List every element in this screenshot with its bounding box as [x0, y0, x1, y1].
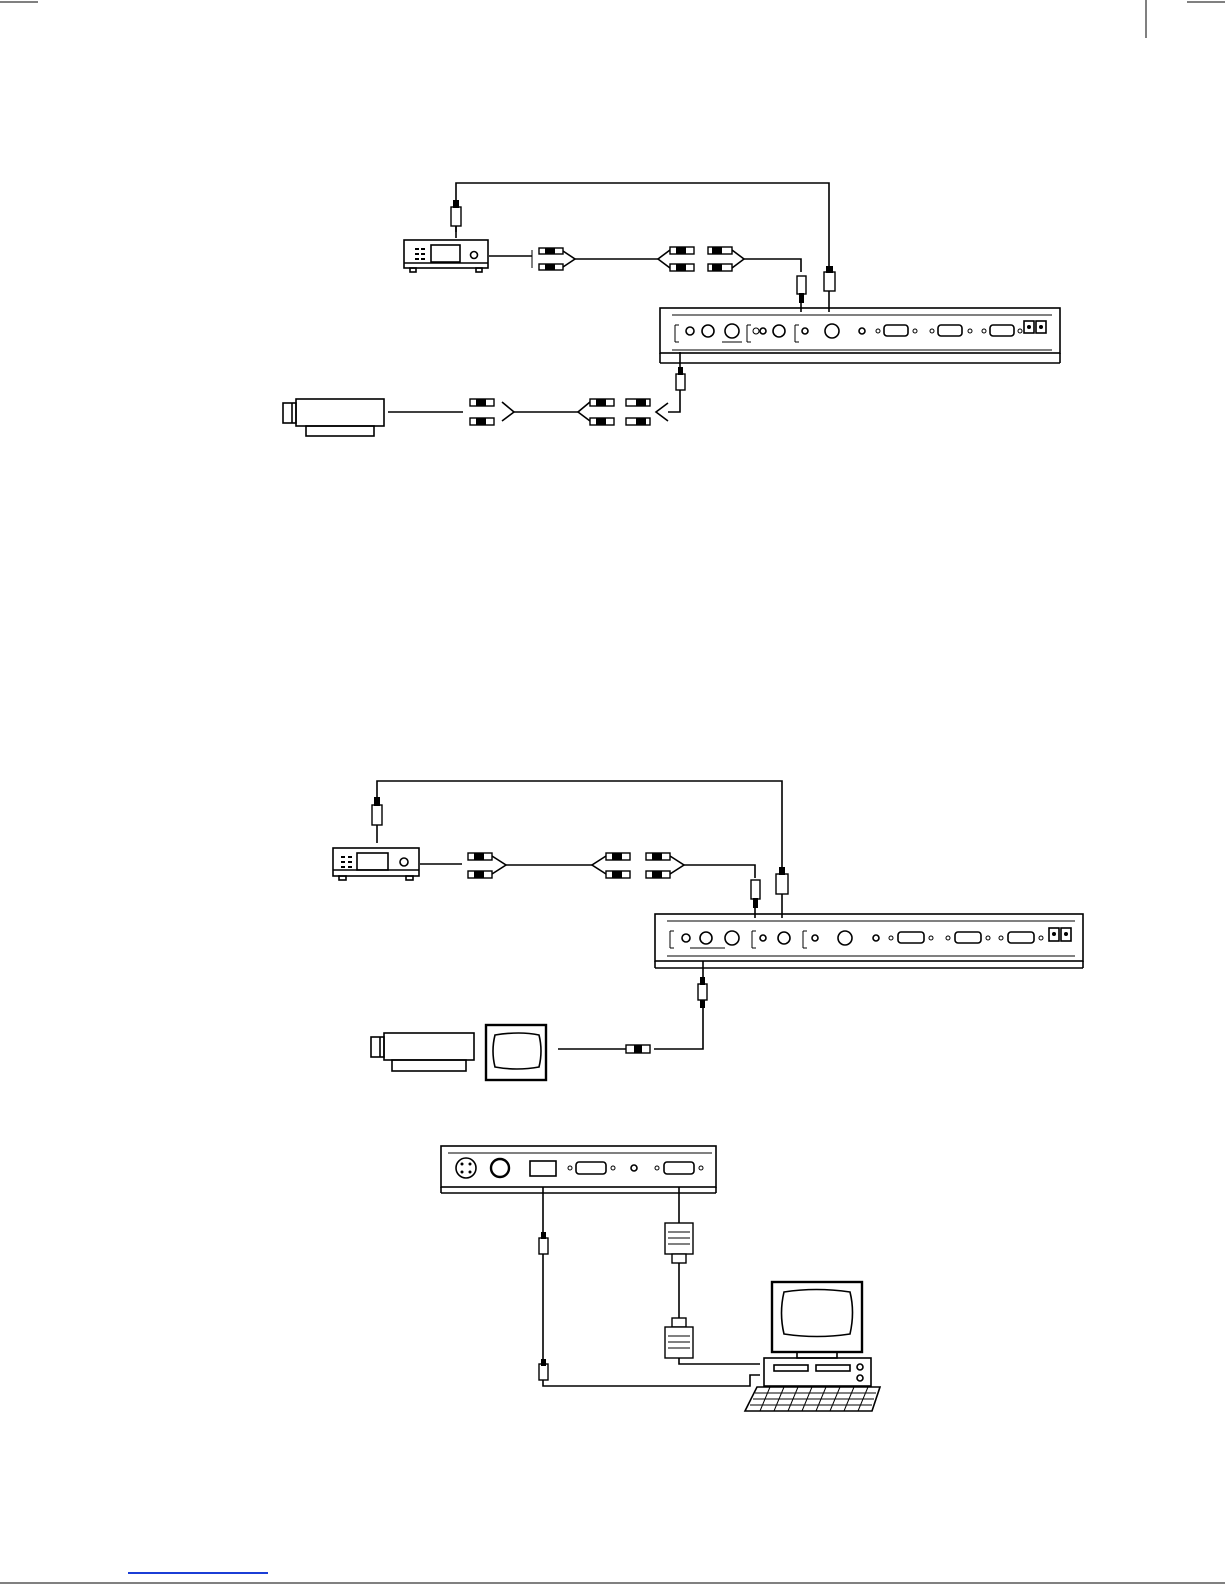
vcr-source-1 — [404, 240, 488, 272]
projector-2 — [371, 1033, 474, 1071]
figure-3 — [441, 1146, 880, 1411]
panel-plugs-2 — [751, 867, 788, 918]
switcher-rear-panel-2 — [655, 914, 1083, 968]
monitor-2 — [486, 1025, 546, 1080]
s-video-cable-loop-1 — [456, 183, 829, 270]
projector-1 — [283, 399, 384, 436]
switcher-rear-panel-1 — [660, 308, 1060, 363]
composite-video-cable-1 — [388, 352, 685, 425]
rca-audio-cable-2 — [420, 853, 755, 878]
vcr-source-2 — [333, 848, 419, 880]
rca-audio-cable-1 — [489, 247, 801, 272]
serial-control-cable — [539, 1187, 760, 1386]
panel-plugs-1 — [797, 266, 835, 312]
vga-cable — [665, 1187, 760, 1364]
s-video-plug-vcr-1 — [451, 200, 461, 238]
composite-video-cable-2 — [558, 961, 707, 1053]
footer-link[interactable] — [128, 1572, 268, 1574]
s-video-cable-loop-2 — [377, 781, 782, 867]
figure-2 — [333, 781, 1083, 1080]
s-video-plug-vcr-2 — [372, 797, 382, 843]
switcher-rear-panel-3 — [441, 1146, 716, 1193]
desktop-computer — [764, 1282, 871, 1386]
keyboard — [745, 1387, 880, 1411]
figure-1 — [283, 183, 1060, 436]
